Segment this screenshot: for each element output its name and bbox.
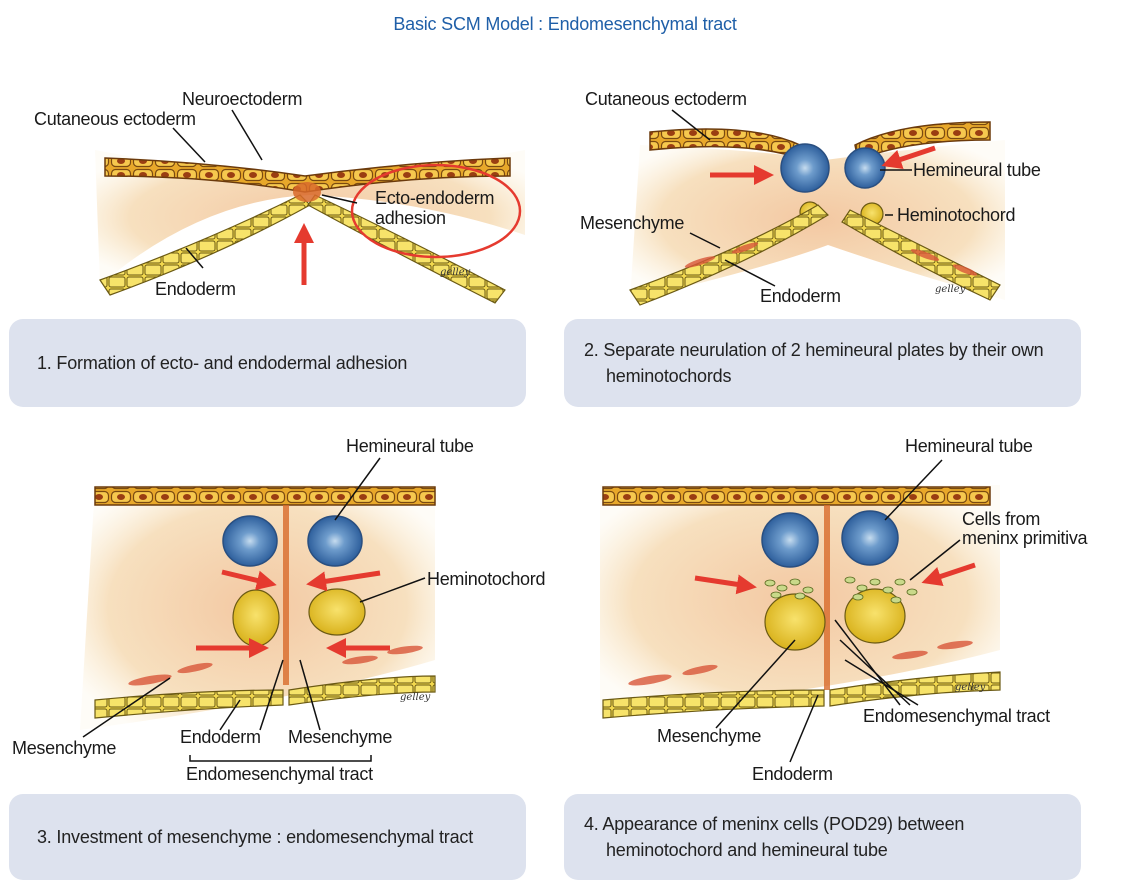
caption-text: 3. Investment of mesenchyme : endomesenc… (37, 824, 473, 850)
label-heminotochord: Heminotochord (897, 205, 1015, 225)
hemineural-tube-left (762, 513, 818, 567)
caption-box-2: 2. Separate neurulation of 2 hemineural … (564, 319, 1081, 407)
label-adhesion: adhesion (375, 208, 446, 228)
caption-text-line2: heminotochords (584, 363, 1044, 389)
leader-line (232, 110, 262, 160)
label-cutaneous-ectoderm: Cutaneous ectoderm (34, 109, 196, 129)
label-endomesenchymal-tract: Endomesenchymal tract (863, 706, 1050, 726)
adhesion-site (293, 182, 321, 202)
label-hemineural-tube: Hemineural tube (913, 160, 1041, 180)
label-endoderm: Endoderm (760, 286, 841, 306)
caption-text-line1: 4. Appearance of meninx cells (POD29) be… (584, 811, 964, 837)
hemineural-tube-left (781, 144, 829, 192)
caption-box-3: 3. Investment of mesenchyme : endomesenc… (9, 794, 526, 880)
midline-tract (824, 505, 830, 690)
midline-tract (283, 505, 289, 685)
label-mesenchyme-right: Mesenchyme (288, 727, 392, 747)
label-mesenchyme-left: Mesenchyme (12, 738, 116, 758)
hemineural-tube-right (845, 148, 885, 188)
label-heminotochord: Heminotochord (427, 569, 545, 589)
leader-line (173, 128, 205, 162)
hemineural-tube-left (223, 516, 277, 566)
label-mesenchyme: Mesenchyme (657, 726, 761, 746)
tract-bracket (190, 755, 371, 761)
artist-signature: gelley (400, 692, 431, 703)
label-neuroectoderm: Neuroectoderm (182, 89, 302, 109)
caption-text-line1: 2. Separate neurulation of 2 hemineural … (584, 337, 1044, 363)
hemineural-tube-right (308, 516, 362, 566)
panel-3-illustration: gelley (80, 458, 435, 761)
caption-text-line2: heminotochord and hemineural tube (584, 837, 964, 863)
artist-signature: gelley (935, 284, 966, 295)
ectoderm-layer (95, 487, 435, 505)
label-endoderm: Endoderm (155, 279, 236, 299)
label-ecto-endoderm: Ecto-endoderm (375, 188, 494, 208)
label-endoderm: Endoderm (752, 764, 833, 784)
label-meninx-primitiva: meninx primitiva (962, 528, 1087, 548)
artist-signature: gelley (440, 267, 471, 278)
label-hemineural-tube: Hemineural tube (905, 436, 1033, 456)
artist-signature: gelley (955, 682, 986, 693)
label-endoderm: Endoderm (180, 727, 261, 747)
heminotochord-left (765, 594, 825, 650)
label-hemineural-tube: Hemineural tube (346, 436, 474, 456)
label-mesenchyme: Mesenchyme (580, 213, 684, 233)
label-cutaneous-ectoderm: Cutaneous ectoderm (585, 89, 747, 109)
heminotochord-left (233, 590, 279, 646)
caption-box-4: 4. Appearance of meninx cells (POD29) be… (564, 794, 1081, 880)
hemineural-tube-right (842, 511, 898, 565)
heminotochord-right (309, 589, 365, 635)
label-endomesenchymal-tract: Endomesenchymal tract (186, 764, 373, 784)
caption-text: 1. Formation of ecto- and endodermal adh… (37, 350, 407, 376)
ectoderm-layer (603, 487, 990, 505)
label-cells-from: Cells from (962, 509, 1040, 529)
caption-box-1: 1. Formation of ecto- and endodermal adh… (9, 319, 526, 407)
